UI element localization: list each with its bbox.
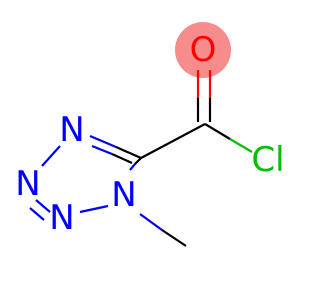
bond-n1-methyl-blue	[139, 213, 163, 231]
oxygen-highlight	[175, 22, 231, 78]
bond-n1-c5-black	[134, 157, 142, 165]
atom-label-nitrogen-3: N	[15, 164, 40, 204]
atom-label-nitrogen-1: N	[111, 175, 136, 215]
bond-n2-n1	[79, 204, 109, 214]
atom-label-oxygen: O	[190, 30, 217, 70]
atom-label-chlorine: Cl	[251, 140, 284, 180]
bond-c5-n4-inner-blue	[91, 144, 113, 156]
bond-n3-n2-a	[35, 199, 51, 213]
molecule-structure: O Cl N N N N	[15, 22, 285, 247]
bond-n1-c5-blue	[129, 163, 136, 171]
atom-label-nitrogen-2: N	[49, 198, 74, 238]
bond-carbon-chlorine-black	[204, 123, 231, 140]
bond-carbon-chlorine-green	[229, 138, 253, 153]
bond-ring-carbonyl	[140, 123, 206, 159]
bond-n3-n2-b	[29, 207, 45, 221]
atom-label-nitrogen-4: N	[59, 110, 84, 150]
bond-c5-n4-outer-blue	[89, 134, 117, 149]
bond-n1-methyl-black	[161, 229, 187, 247]
bond-c5-n4-inner-black	[111, 152, 133, 165]
bond-c5-n4-outer-black	[115, 145, 142, 160]
bond-n4-n3	[41, 145, 61, 167]
